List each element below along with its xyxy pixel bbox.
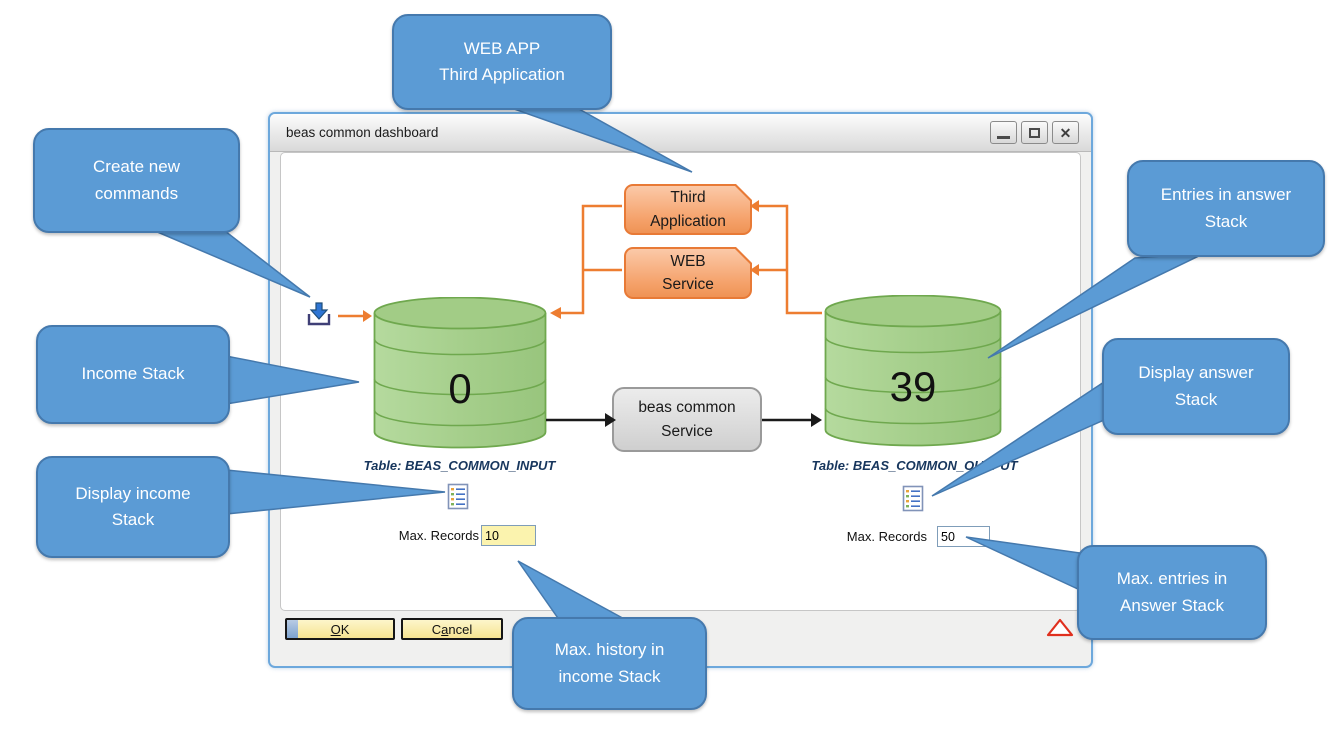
- beas-common-service-node: beas common Service: [612, 387, 762, 452]
- answer-table-label: Table: BEAS_COMMON_OUTPUT: [811, 458, 1018, 473]
- answer-max-records-label: Max. Records: [846, 529, 927, 544]
- callout-entries-in-answer-stack: Entries in answer Stack: [1127, 160, 1325, 257]
- window-titlebar[interactable]: beas common dashboard: [270, 114, 1091, 152]
- document-list-icon: [902, 485, 924, 512]
- ok-button[interactable]: OK: [285, 618, 395, 640]
- income-stack-cylinder: [373, 297, 547, 449]
- minimize-button[interactable]: [990, 121, 1017, 144]
- callout-create-new-commands: Create new commands: [33, 128, 240, 233]
- answer-max-records-input[interactable]: [937, 526, 990, 547]
- import-tray-arrow-icon: [307, 302, 331, 326]
- create-commands-button[interactable]: [305, 300, 333, 328]
- document-list-icon: [447, 483, 469, 510]
- third-application-node: Third Application: [624, 184, 752, 235]
- answer-stack-count: 39: [889, 363, 937, 410]
- default-button-stripe: [287, 620, 298, 638]
- cancel-button[interactable]: Cancel: [401, 618, 503, 640]
- callout-income-stack: Income Stack: [36, 325, 230, 424]
- income-stack-count: 0: [448, 365, 472, 412]
- minimize-icon: [997, 136, 1010, 139]
- warning-indicator: [1046, 618, 1074, 637]
- callout-max-history-in-income-stack: Max. history in income Stack: [512, 617, 707, 710]
- maximize-button[interactable]: [1021, 121, 1048, 144]
- close-button[interactable]: ✕: [1052, 121, 1079, 144]
- callout-web-app: WEB APP Third Application: [392, 14, 612, 110]
- window-title: beas common dashboard: [286, 125, 439, 140]
- display-income-stack-button[interactable]: [447, 483, 469, 510]
- display-answer-stack-button[interactable]: [902, 485, 924, 512]
- red-triangle-outline-icon: [1046, 618, 1074, 637]
- callout-display-income-stack: Display income Stack: [36, 456, 230, 558]
- maximize-icon: [1029, 127, 1040, 138]
- callout-max-entries-in-answer-stack: Max. entries in Answer Stack: [1077, 545, 1267, 640]
- income-max-records-input[interactable]: [481, 525, 536, 546]
- close-icon: ✕: [1059, 124, 1072, 141]
- callout-display-answer-stack: Display answer Stack: [1102, 338, 1290, 435]
- income-table-label: Table: BEAS_COMMON_INPUT: [363, 458, 556, 473]
- beas-common-dashboard-window: beas common dashboard ✕: [268, 112, 1093, 668]
- web-service-node: WEB Service: [624, 247, 752, 299]
- income-max-records-label: Max. Records: [398, 528, 479, 543]
